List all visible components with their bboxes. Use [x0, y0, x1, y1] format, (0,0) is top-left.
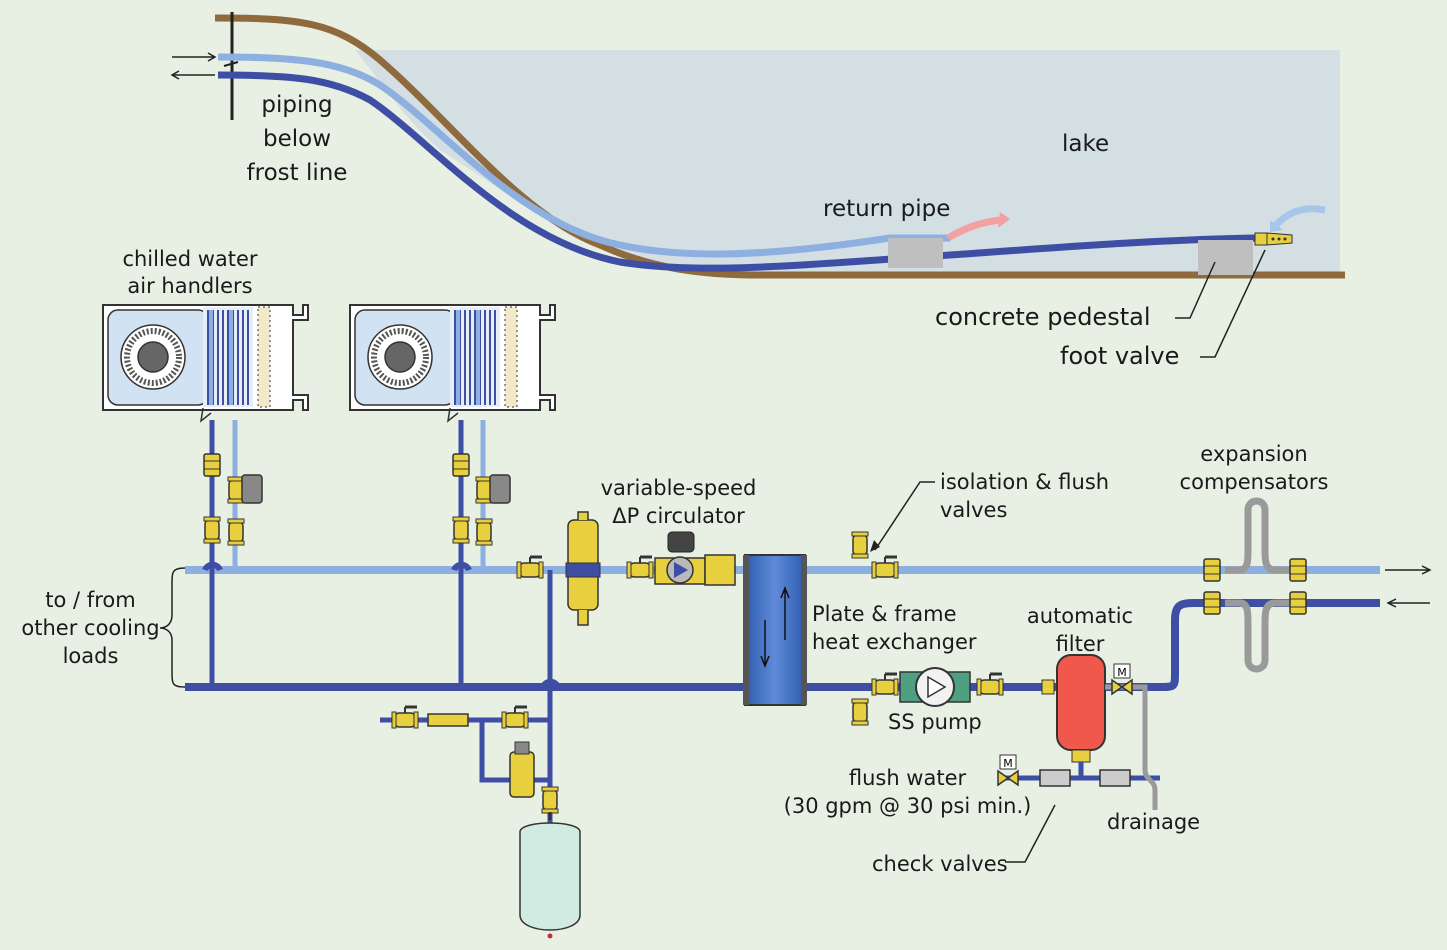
foot-valve — [1254, 232, 1293, 246]
flush-water-piping — [1000, 684, 1160, 805]
automatic-filter-label: automatic filter — [1026, 604, 1134, 656]
air-handler-1 — [103, 305, 308, 421]
return-pipe-label: return pipe — [823, 196, 951, 222]
isolation-leader — [874, 481, 935, 551]
stainless-steel-pump — [899, 667, 971, 707]
lake-supply-pipe — [217, 53, 950, 258]
discharge-arrowhead — [998, 212, 1010, 228]
expansion-compensators-label: expansion compensators — [1179, 442, 1329, 494]
ss-pump-label: SS pump — [888, 710, 982, 734]
lake-return-pipe — [217, 71, 1256, 272]
concrete-pedestal-label: concrete pedestal — [935, 303, 1151, 331]
system-connection-arrows — [1385, 565, 1432, 608]
expansion-compensators — [1225, 497, 1290, 673]
return-header — [185, 599, 1380, 691]
air-dirt-separator — [565, 511, 601, 626]
automatic-filter — [1041, 654, 1106, 778]
motor-valve-tag-2: M — [1003, 757, 1013, 770]
isolation-leader-arrow — [870, 540, 880, 552]
motor-valve-tag-1: M — [1117, 666, 1127, 679]
frost-line-marker — [170, 12, 239, 120]
concrete-pedestal-near — [888, 238, 943, 268]
flush-water-label: flush water (30 gpm @ 30 psi min.) — [783, 766, 1032, 818]
piping-below-frost-line-label: piping below frost line — [246, 92, 348, 186]
header-crossovers — [202, 561, 561, 689]
expansion-tank — [519, 812, 581, 939]
plate-frame-heat-exchanger-label: Plate & frame heat exchanger — [812, 602, 977, 654]
air-handler-2 — [350, 305, 555, 421]
check-valves-label: check valves — [872, 852, 1008, 876]
isolation-flush-valves-label: isolation & flush valves — [940, 470, 1110, 522]
chilled-water-air-handlers-label: chilled water air handlers — [122, 247, 258, 298]
intake-arrowhead — [1270, 220, 1283, 232]
foot-valve-label: foot valve — [1060, 342, 1180, 370]
zone-actuators — [241, 474, 511, 504]
makeup-water-assembly — [390, 705, 559, 814]
motorized-valves — [997, 663, 1133, 787]
variable-speed-circulator — [654, 531, 736, 586]
other-loads-bracket — [159, 567, 186, 688]
fill-valve — [515, 555, 545, 580]
leader-lines-upper — [1175, 249, 1266, 358]
check-valve-group — [1039, 769, 1131, 787]
lake-label: lake — [1062, 131, 1110, 157]
drainage-label: drainage — [1107, 810, 1201, 834]
check-valve-leader — [1005, 804, 1056, 863]
plate-frame-heat-exchanger — [743, 554, 807, 706]
circulator-isolation-valve — [625, 555, 655, 580]
lake-body — [355, 50, 1340, 275]
concrete-pedestal-far — [1198, 240, 1253, 275]
discharge-flow-arrow — [946, 216, 1001, 242]
intake-flow-arrow — [1272, 205, 1326, 229]
other-cooling-loads-label: to / from other cooling loads — [21, 588, 160, 668]
variable-speed-circulator-label: variable-speed ΔP circulator — [600, 476, 757, 528]
